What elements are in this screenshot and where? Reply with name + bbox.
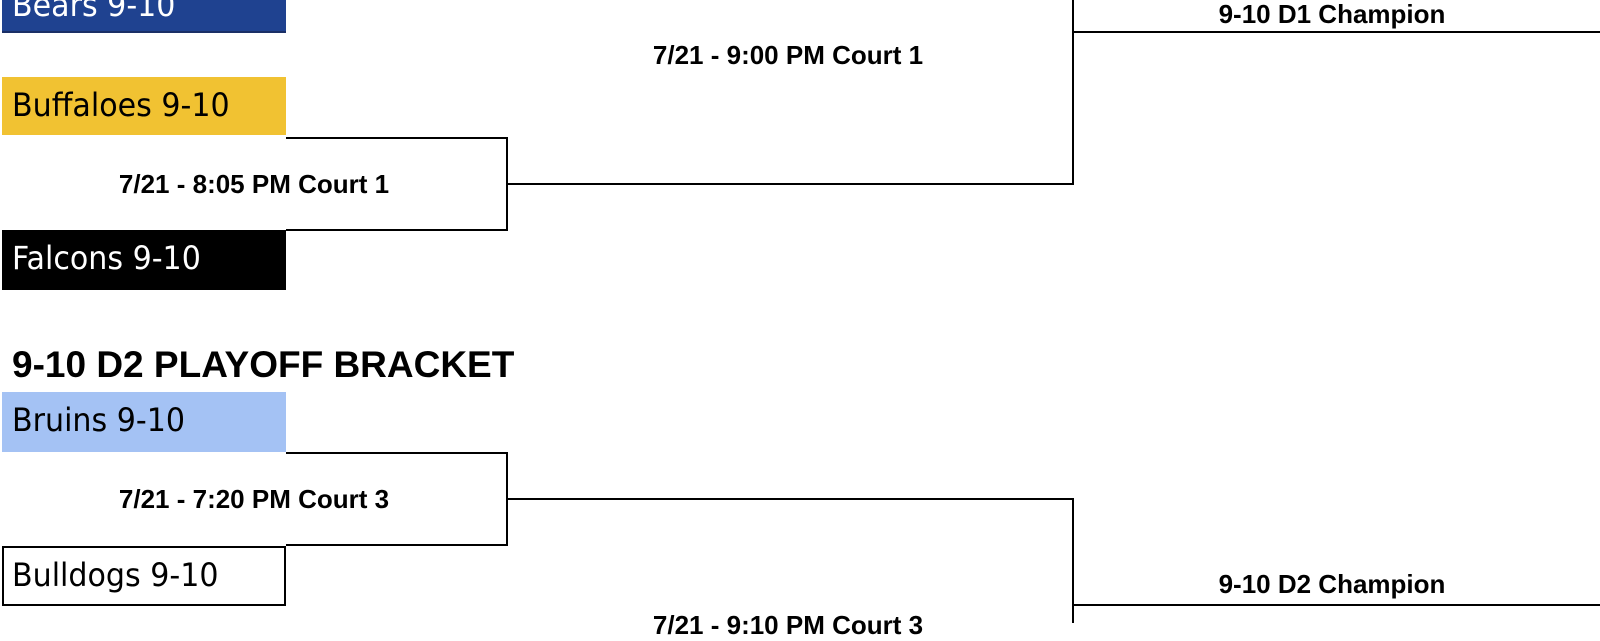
d1-semifinal-bottom-line xyxy=(286,229,508,231)
team-bruins-label: Bruins 9-10 xyxy=(12,401,185,439)
team-bulldogs: Bulldogs 9-10 xyxy=(2,546,286,606)
d1-semifinal-game-label: 7/21 - 8:05 PM Court 1 xyxy=(118,169,390,199)
team-bruins: Bruins 9-10 xyxy=(2,392,286,452)
team-bears: Bears 9-10 xyxy=(2,0,286,33)
d2-champion-line xyxy=(1072,604,1600,606)
team-falcons: Falcons 9-10 xyxy=(2,230,286,290)
d2-bracket-heading: 9-10 D2 PLAYOFF BRACKET xyxy=(12,344,515,385)
d1-final-vertical-line xyxy=(1072,0,1074,185)
d2-champion-label: 9-10 D2 Champion xyxy=(1218,569,1446,599)
d2-semifinal-bottom-line xyxy=(286,544,508,546)
d1-champion-label: 9-10 D1 Champion xyxy=(1218,0,1446,29)
d1-semifinal-top-line xyxy=(286,137,508,139)
team-buffaloes-label: Buffaloes 9-10 xyxy=(12,86,230,124)
d1-champion-line xyxy=(1072,31,1600,33)
d2-final-connector-line xyxy=(506,498,1074,500)
team-bulldogs-label: Bulldogs 9-10 xyxy=(12,556,219,594)
team-falcons-label: Falcons 9-10 xyxy=(12,239,201,277)
team-buffaloes: Buffaloes 9-10 xyxy=(2,77,286,135)
d2-semifinal-game-label: 7/21 - 7:20 PM Court 3 xyxy=(118,484,390,514)
d1-final-game-label: 7/21 - 9:00 PM Court 1 xyxy=(652,40,924,70)
d2-final-vertical-line xyxy=(1072,498,1074,623)
d2-semifinal-top-line xyxy=(286,452,508,454)
team-bears-label: Bears 9-10 xyxy=(12,0,176,24)
d1-final-connector-line xyxy=(506,183,1074,185)
d2-final-game-label: 7/21 - 9:10 PM Court 3 xyxy=(652,610,924,640)
